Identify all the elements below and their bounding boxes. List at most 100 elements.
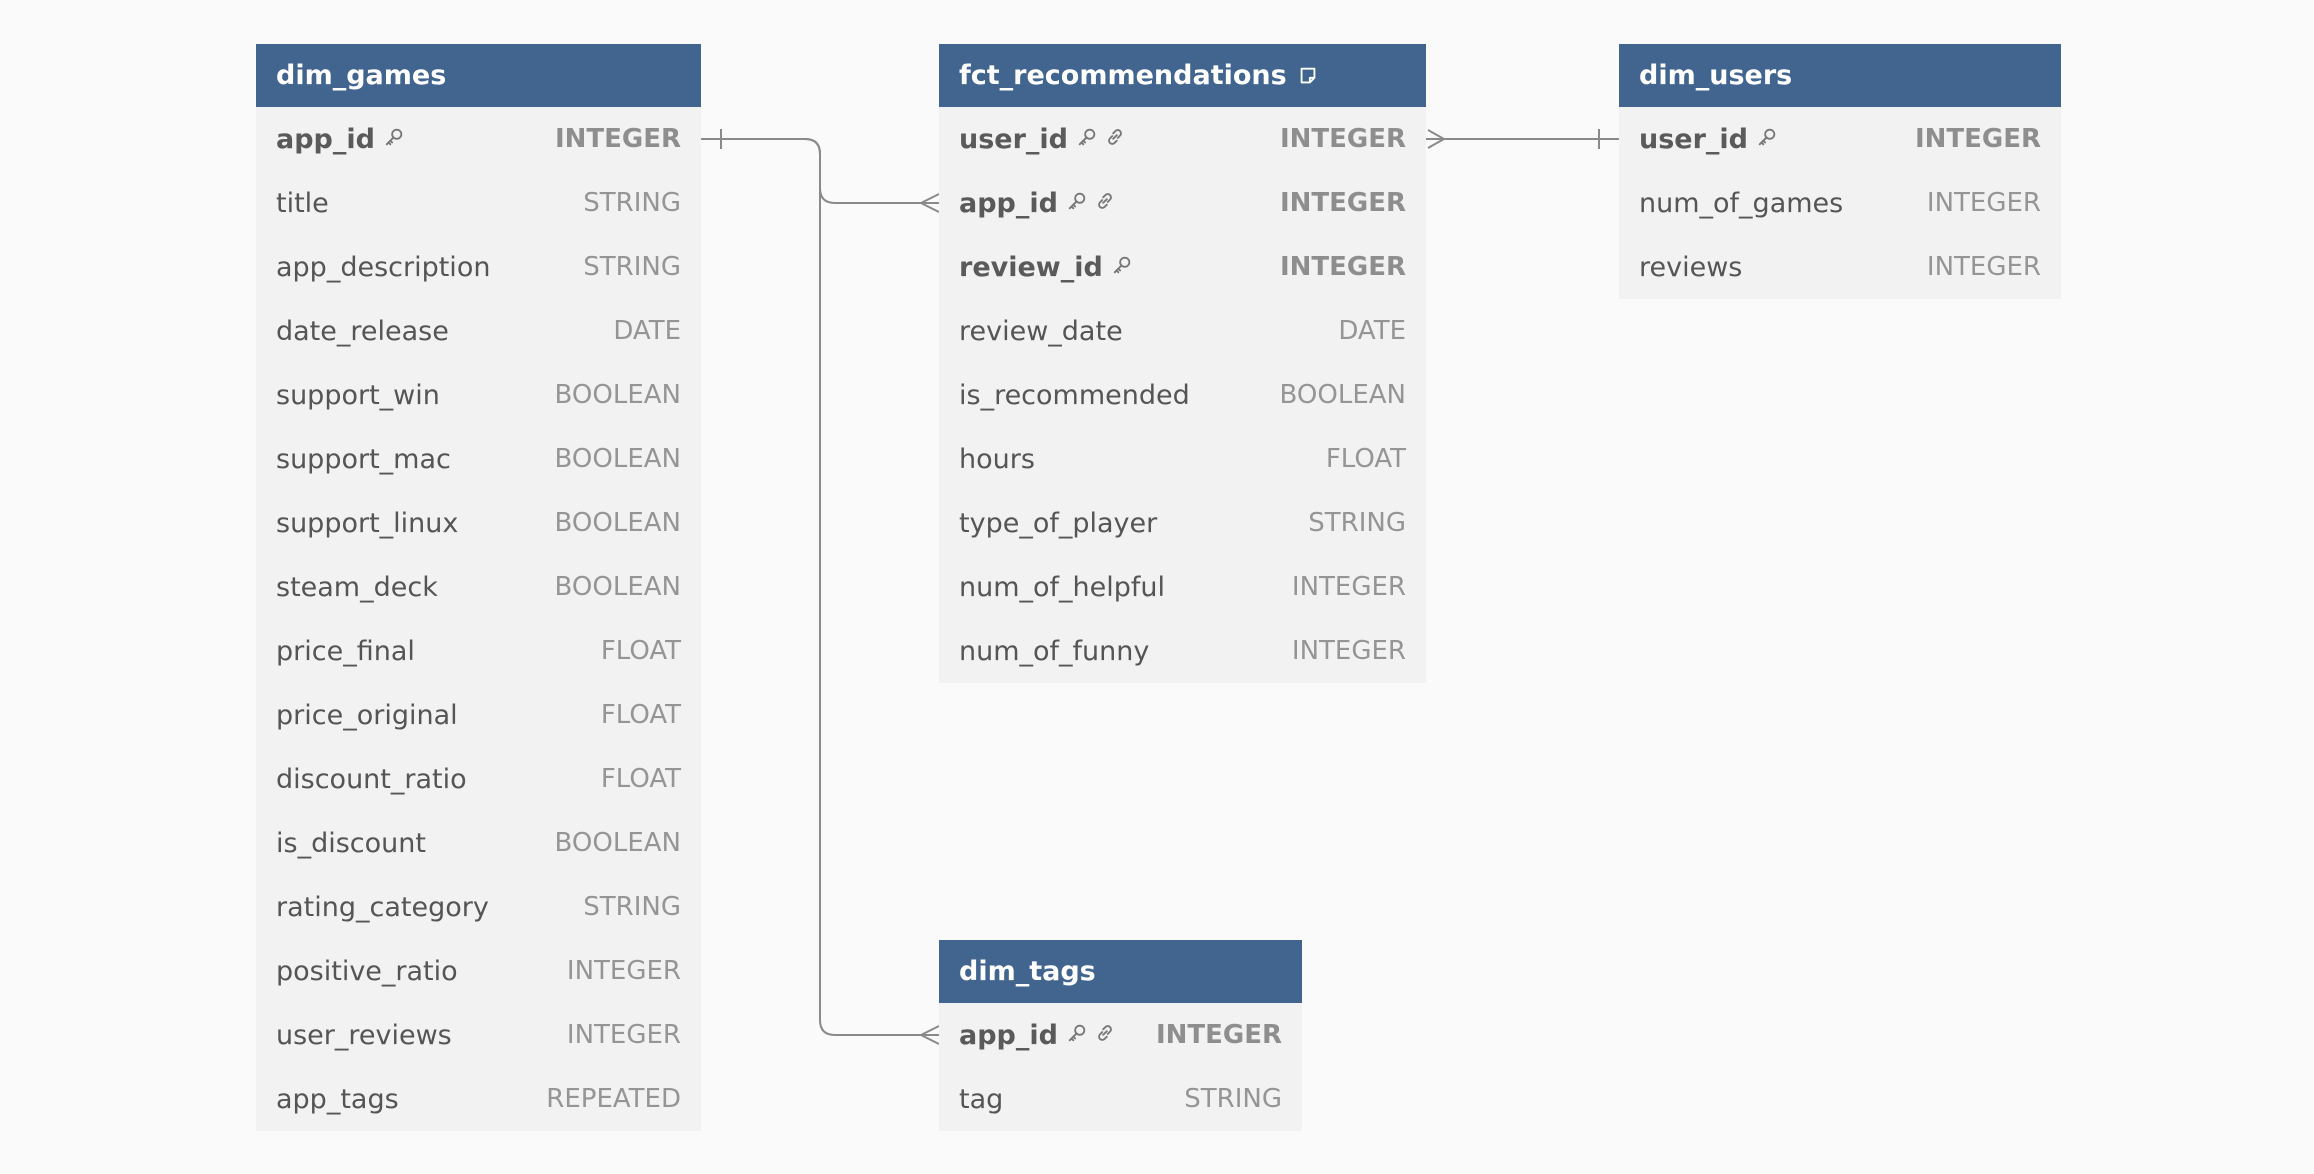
column-left: app_id	[276, 124, 405, 155]
table-header[interactable]: dim_games	[256, 44, 701, 107]
column-icons	[1066, 1020, 1116, 1051]
column-type: STRING	[583, 252, 681, 282]
relationship-games-tags[interactable]	[804, 138, 939, 1036]
table-header[interactable]: fct_recommendations	[939, 44, 1426, 107]
column-row[interactable]: app_description STRING	[256, 235, 701, 299]
column-row[interactable]: support_linux BOOLEAN	[256, 491, 701, 555]
column-left: hours	[959, 444, 1035, 475]
column-row[interactable]: positive_ratio INTEGER	[256, 939, 701, 1003]
column-left: reviews	[1639, 252, 1742, 283]
key-icon	[1111, 252, 1133, 283]
column-name: app_description	[276, 251, 491, 283]
column-name: rating_category	[276, 891, 489, 923]
table-title: fct_recommendations	[959, 60, 1287, 91]
column-name: num_of_games	[1639, 187, 1844, 219]
column-row[interactable]: type_of_player STRING	[939, 491, 1426, 555]
link-icon	[1094, 1020, 1116, 1051]
column-type: BOOLEAN	[554, 444, 681, 474]
key-icon	[1756, 124, 1778, 155]
table-title: dim_tags	[959, 956, 1096, 987]
column-name: title	[276, 187, 329, 219]
column-name: steam_deck	[276, 571, 438, 603]
column-type: INTEGER	[1291, 572, 1406, 602]
column-row[interactable]: rating_category STRING	[256, 875, 701, 939]
column-type: BOOLEAN	[554, 508, 681, 538]
column-type: INTEGER	[1279, 124, 1406, 154]
column-name: num_of_helpful	[959, 571, 1166, 603]
column-name: positive_ratio	[276, 955, 458, 987]
column-type: INTEGER	[1155, 1020, 1282, 1050]
column-name: app_id	[276, 123, 375, 155]
table-header[interactable]: dim_users	[1619, 44, 2061, 107]
column-name: is_recommended	[959, 379, 1190, 411]
column-row[interactable]: user_id INTEGER	[939, 107, 1426, 171]
column-left: app_description	[276, 252, 490, 283]
column-type: INTEGER	[566, 956, 681, 986]
column-left: type_of_player	[959, 508, 1157, 539]
column-icons	[1756, 124, 1778, 155]
column-name: app_id	[959, 187, 1058, 219]
column-type: DATE	[613, 316, 681, 346]
column-name: type_of_player	[959, 507, 1158, 539]
note-icon[interactable]	[1297, 65, 1319, 87]
table-header[interactable]: dim_tags	[939, 940, 1302, 1003]
column-left: num_of_funny	[959, 636, 1149, 667]
column-type: BOOLEAN	[554, 380, 681, 410]
column-left: app_tags	[276, 1084, 399, 1115]
column-left: user_id	[959, 124, 1126, 155]
column-name: tag	[959, 1083, 1004, 1115]
column-name: app_tags	[276, 1083, 399, 1115]
many-marker	[918, 193, 940, 213]
column-left: rating_category	[276, 892, 489, 923]
column-type: STRING	[1308, 508, 1406, 538]
key-icon	[1076, 124, 1098, 155]
column-left: user_id	[1639, 124, 1778, 155]
column-row[interactable]: num_of_helpful INTEGER	[939, 555, 1426, 619]
column-left: discount_ratio	[276, 764, 467, 795]
column-left: review_id	[959, 252, 1133, 283]
column-left: is_discount	[276, 828, 426, 859]
column-left: support_linux	[276, 508, 458, 539]
relationship-games-recommendations[interactable]	[701, 138, 939, 204]
column-name: user_id	[959, 123, 1069, 155]
link-icon	[1104, 124, 1126, 155]
column-row[interactable]: is_recommended BOOLEAN	[939, 363, 1426, 427]
column-type: STRING	[583, 892, 681, 922]
column-name: discount_ratio	[276, 763, 467, 795]
column-left: title	[276, 188, 329, 219]
column-left: review_date	[959, 316, 1123, 347]
column-left: price_original	[276, 700, 458, 731]
column-name: user_reviews	[276, 1019, 452, 1051]
many-marker	[918, 1025, 940, 1045]
column-name: hours	[959, 443, 1035, 475]
column-left: user_reviews	[276, 1020, 452, 1051]
column-name: reviews	[1639, 251, 1743, 283]
column-type: BOOLEAN	[1279, 380, 1406, 410]
